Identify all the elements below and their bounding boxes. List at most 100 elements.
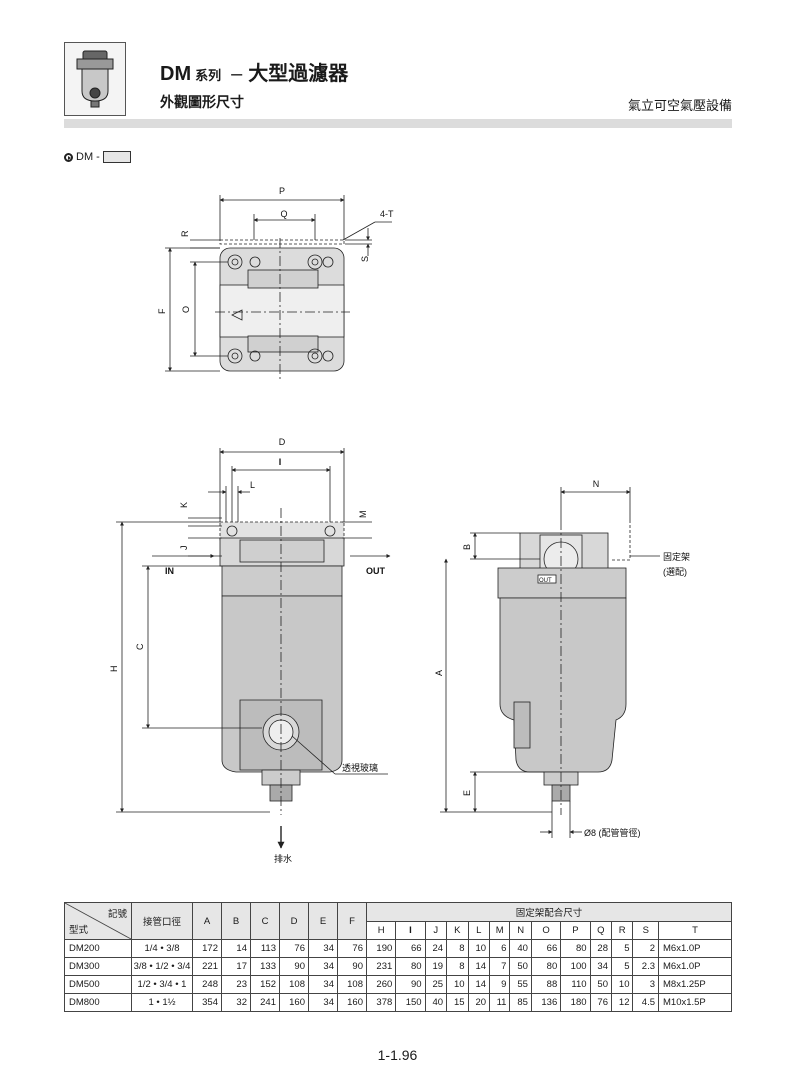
cell-port: 1/4 • 3/8 <box>131 939 193 958</box>
cell-value: 180 <box>560 993 591 1012</box>
cell-value: M8x1.25P <box>658 975 732 994</box>
header-sub-q: Q <box>589 920 613 940</box>
header-group: 固定架配合尺寸 <box>366 902 732 922</box>
dim-label-c: C <box>135 643 145 650</box>
cell-value: 90 <box>337 957 367 976</box>
header-col-d: D <box>279 902 309 940</box>
cell-value: 150 <box>395 993 426 1012</box>
cell-value: 152 <box>250 975 280 994</box>
cell-value: 110 <box>560 975 591 994</box>
cell-value: 354 <box>192 993 222 1012</box>
cell-value: 136 <box>530 993 562 1012</box>
table-corner-cell: 記號 型式 <box>64 902 132 940</box>
dim-label-d: D <box>279 437 286 447</box>
dim-label-p: P <box>279 186 285 196</box>
header-col-b: B <box>221 902 251 940</box>
cell-value: M6x1.0P <box>658 939 732 958</box>
cell-value: 80 <box>395 957 426 976</box>
cell-model: DM300 <box>64 957 132 976</box>
cell-value: 80 <box>560 939 591 958</box>
cell-value: 28 <box>589 939 613 958</box>
cell-value: 231 <box>365 957 397 976</box>
header-col-c: C <box>250 902 280 940</box>
cell-value: 85 <box>509 993 532 1012</box>
header-sub-s: S <box>632 920 659 940</box>
cell-value: 50 <box>509 957 532 976</box>
cell-value: 5 <box>610 939 634 958</box>
cell-value: 76 <box>589 993 613 1012</box>
cell-value: 160 <box>337 993 367 1012</box>
cell-value: 2.3 <box>632 957 659 976</box>
cell-model: DM500 <box>64 975 132 994</box>
header-sub-t: T <box>658 920 732 940</box>
cell-value: 40 <box>509 939 532 958</box>
cell-value: 34 <box>308 975 338 994</box>
dim-label-i: I <box>279 457 282 467</box>
side-out-tag: OUT <box>539 578 552 584</box>
cell-value: 133 <box>250 957 280 976</box>
header-sub-j: J <box>424 920 448 940</box>
cell-value: 34 <box>308 993 338 1012</box>
dimension-drawings: P Q 4-T R S F O D I L K J M IN OUT C H 透… <box>109 186 690 864</box>
cell-value: 14 <box>221 939 251 958</box>
cell-value: 241 <box>250 993 280 1012</box>
cell-value: 23 <box>221 975 251 994</box>
cell-value: 34 <box>308 957 338 976</box>
cell-value: 15 <box>446 993 469 1012</box>
pipe-diameter-label: Ø8 (配管管徑) <box>584 827 641 838</box>
front-view <box>116 448 391 849</box>
dim-label-n: N <box>593 479 600 489</box>
header-col-e: E <box>308 902 338 940</box>
model-code-blank <box>102 151 131 163</box>
header-rule <box>64 119 732 128</box>
cell-value: 14 <box>467 957 491 976</box>
dim-label-r: R <box>180 230 190 237</box>
cell-value: 24 <box>424 939 448 958</box>
corner-top-label: 記號 <box>107 909 127 920</box>
cell-value: 7 <box>489 957 511 976</box>
cell-value: 80 <box>530 957 562 976</box>
model-code: DM - <box>64 151 131 163</box>
header-col-a: A <box>192 902 222 940</box>
cell-value: 66 <box>530 939 562 958</box>
dim-label-j: J <box>179 546 189 551</box>
sight-glass-label: 透視玻璃 <box>342 762 378 773</box>
page-number: 1-1.96 <box>377 1047 418 1063</box>
cell-value: 76 <box>337 939 367 958</box>
header-sub-p: P <box>560 920 591 940</box>
cell-value: 160 <box>279 993 309 1012</box>
company-name: 氣立可空氣壓設備 <box>627 98 732 113</box>
dim-label-s: S <box>360 256 370 262</box>
cell-value: 76 <box>279 939 309 958</box>
header-sub-k: K <box>446 920 469 940</box>
cell-value: 17 <box>221 957 251 976</box>
bracket-label: 固定架 <box>663 551 690 562</box>
bullet-icon <box>64 152 73 162</box>
filter-product-icon <box>76 50 114 108</box>
corner-bottom-label: 型式 <box>69 925 89 936</box>
page-subtitle: 外觀圖形尺寸 <box>160 94 244 110</box>
cell-port: 3/8 • 1/2 • 3/4 <box>131 957 193 976</box>
cell-value: 2 <box>632 939 659 958</box>
cell-value: 40 <box>424 993 448 1012</box>
header-sub-o: O <box>530 920 562 940</box>
top-view <box>165 195 392 382</box>
cell-value: 108 <box>337 975 367 994</box>
cell-value: 260 <box>365 975 397 994</box>
cell-model: DM200 <box>64 939 132 958</box>
table-header-row: 記號 型式 接管口徑 A B C D E F 固定架配合尺寸 <box>64 902 732 940</box>
model-code-text: DM - <box>76 151 100 163</box>
header-sub-i: I <box>395 920 426 940</box>
cell-value: 25 <box>424 975 448 994</box>
cell-value: 32 <box>221 993 251 1012</box>
dim-label-f: F <box>157 308 167 314</box>
cell-value: 5 <box>610 957 634 976</box>
series-code: DM <box>160 63 192 85</box>
cell-value: 34 <box>589 957 613 976</box>
cell-value: 19 <box>424 957 448 976</box>
cell-value: 378 <box>365 993 397 1012</box>
